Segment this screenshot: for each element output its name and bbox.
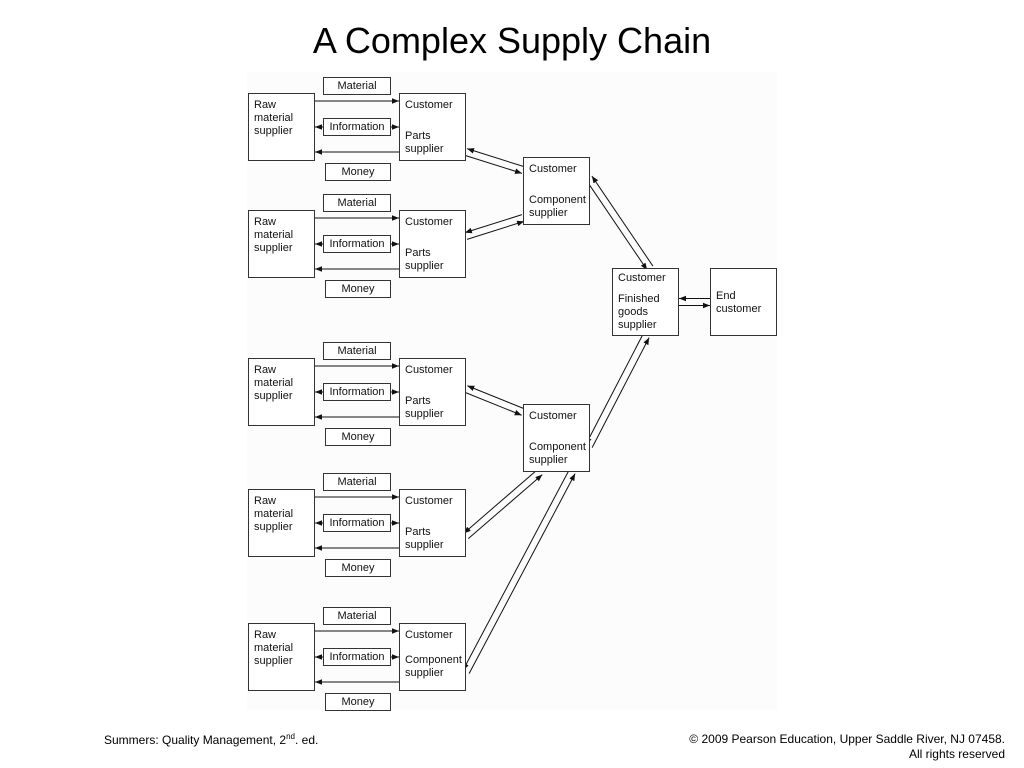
footer-copyright-line: © 2009 Pearson Education, Upper Saddle R… xyxy=(689,732,1005,746)
customer-label: Customer xyxy=(405,216,453,228)
raw-material-supplier-box: Raw material supplier xyxy=(248,93,315,161)
raw-material-supplier-box: Raw material supplier xyxy=(248,210,315,278)
supplier-role-label: Component supplier xyxy=(405,654,462,679)
customer-label: Customer xyxy=(529,163,577,175)
link-component2-finished-back xyxy=(585,334,644,445)
raw-material-supplier-box: Raw material supplier xyxy=(248,623,315,691)
material-flow-label: Material xyxy=(323,473,391,491)
material-flow-label: Material xyxy=(323,607,391,625)
raw-supplier-label: Raw material supplier xyxy=(254,364,294,402)
link-parts2-component1-back xyxy=(464,214,523,234)
page-title: A Complex Supply Chain xyxy=(312,20,712,61)
footer-copyright: © 2009 Pearson Education, Upper Saddle R… xyxy=(689,732,1005,762)
supplier-role-label: Parts supplier xyxy=(405,247,444,272)
footer-rights-line: All rights reserved xyxy=(908,747,1005,761)
material-flow-label: Material xyxy=(323,194,391,212)
link-parts3-component2-forward xyxy=(464,391,522,416)
money-flow-label: Money xyxy=(325,163,391,181)
end-customer-box: End customer xyxy=(710,268,777,336)
material-flow-label: Material xyxy=(323,342,391,360)
end-customer-label: End customer xyxy=(716,290,762,315)
customer-label: Customer xyxy=(405,99,453,111)
raw-supplier-label: Raw material supplier xyxy=(254,216,294,254)
link-parts3-component2-back xyxy=(467,385,525,410)
money-flow-label: Money xyxy=(325,280,391,298)
information-flow-label: Information xyxy=(323,118,391,136)
link-parts1-component1-back xyxy=(466,148,525,168)
supplier-role-label: Component supplier xyxy=(529,441,586,466)
supplier-role-label: Component supplier xyxy=(529,194,586,219)
footer-citation: Summers: Quality Management, 2nd. ed. xyxy=(104,732,319,747)
supplier-role-label: Finished goods supplier xyxy=(618,293,660,331)
link-component1-finished-forward xyxy=(585,179,648,271)
link-component5-component2-forward xyxy=(468,473,576,674)
information-flow-label: Information xyxy=(323,648,391,666)
link-component1-finished-back xyxy=(591,175,654,267)
customer-label: Customer xyxy=(405,629,453,641)
link-parts4-component2-forward xyxy=(467,474,543,540)
raw-material-supplier-box: Raw material supplier xyxy=(248,489,315,557)
customer-label: Customer xyxy=(529,410,577,422)
material-flow-label: Material xyxy=(323,77,391,95)
link-parts2-component1-forward xyxy=(466,220,525,240)
customer-label: Customer xyxy=(405,495,453,507)
link-parts4-component2-back xyxy=(463,468,539,534)
information-flow-label: Information xyxy=(323,514,391,532)
raw-supplier-label: Raw material supplier xyxy=(254,99,294,137)
link-component5-component2-back xyxy=(462,470,570,671)
money-flow-label: Money xyxy=(325,559,391,577)
link-component2-finished-forward xyxy=(591,337,650,448)
raw-supplier-label: Raw material supplier xyxy=(254,495,294,533)
information-flow-label: Information xyxy=(323,383,391,401)
supplier-role-label: Parts supplier xyxy=(405,130,444,155)
money-flow-label: Money xyxy=(325,428,391,446)
money-flow-label: Money xyxy=(325,693,391,711)
supplier-role-label: Parts supplier xyxy=(405,395,444,420)
supplier-role-label: Parts supplier xyxy=(405,526,444,551)
information-flow-label: Information xyxy=(323,235,391,253)
customer-label: Customer xyxy=(405,364,453,376)
raw-material-supplier-box: Raw material supplier xyxy=(248,358,315,426)
raw-supplier-label: Raw material supplier xyxy=(254,629,294,667)
link-parts1-component1-forward xyxy=(464,154,523,174)
customer-label: Customer xyxy=(618,272,666,284)
